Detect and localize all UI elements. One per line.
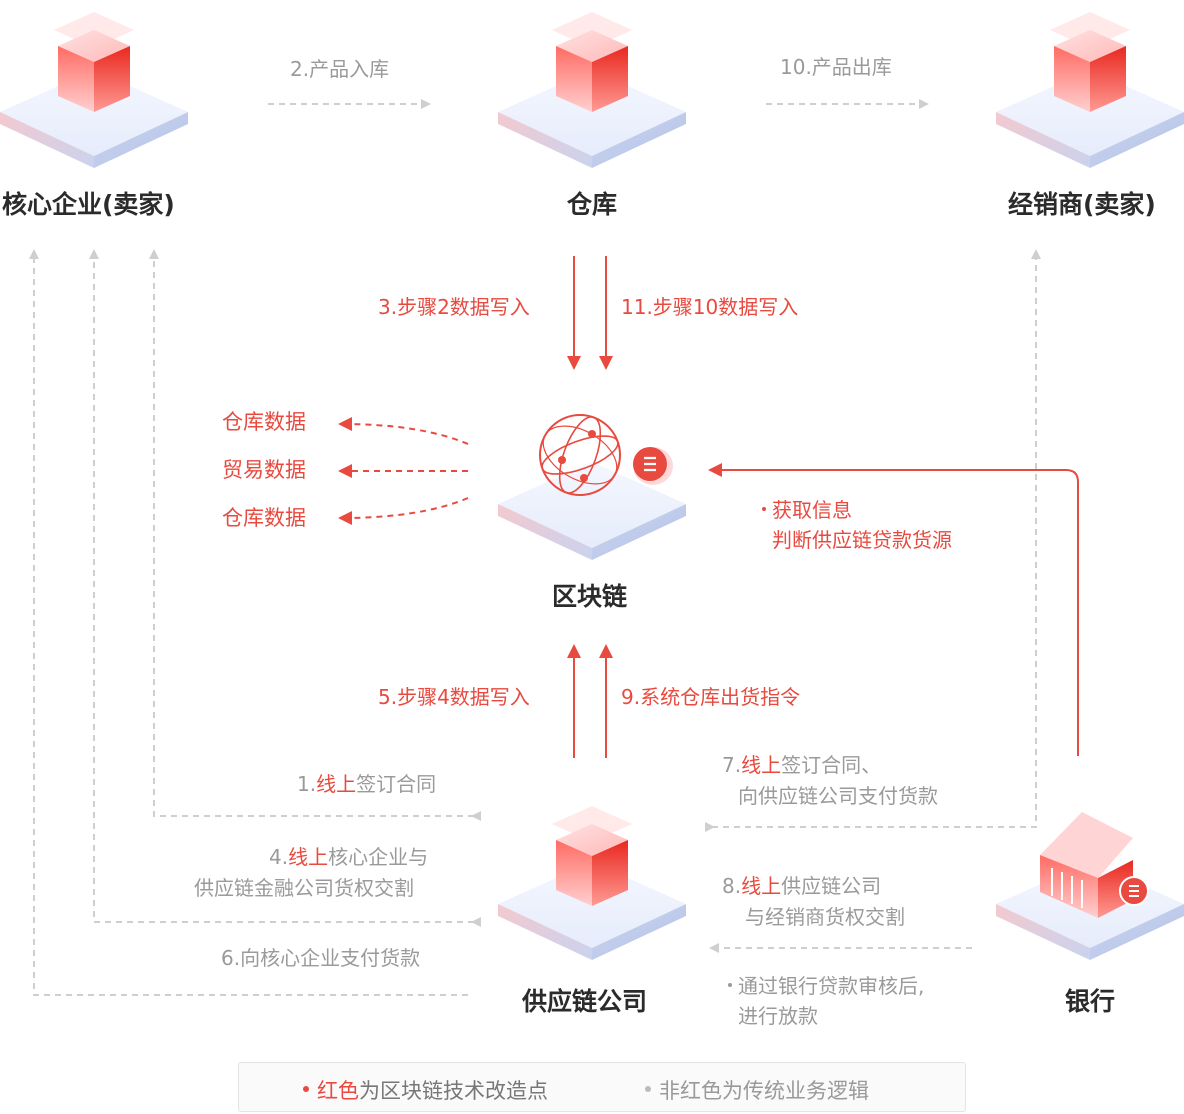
legend: 红色为区块链技术改造点 非红色为传统业务逻辑 bbox=[238, 1062, 966, 1112]
legend-gray-dot bbox=[645, 1086, 651, 1092]
platform-core bbox=[0, 70, 188, 168]
output-warehouse-data-1: 仓库数据 bbox=[222, 410, 306, 434]
bullet-dot bbox=[762, 506, 766, 511]
step-6-label: 6.向核心企业支付货款 bbox=[221, 946, 421, 970]
cube-icon-warehouse bbox=[552, 12, 632, 112]
step-4-label: 4.线上核心企业与 bbox=[269, 845, 428, 869]
step-9-label: 9.系统仓库出货指令 bbox=[621, 685, 801, 709]
legend-red: 红色为区块链技术改造点 bbox=[303, 1075, 548, 1105]
step-8-label: 8.线上供应链公司 bbox=[722, 874, 881, 898]
output-warehouse-data-2: 仓库数据 bbox=[222, 506, 306, 530]
arrow-dealer-contract bbox=[705, 249, 1041, 832]
step-7-text: 签订合同、 bbox=[781, 753, 882, 777]
cube-icon-core bbox=[54, 12, 134, 112]
node-dealer-title: 经销商(卖家) bbox=[1008, 190, 1156, 219]
info-line1: 获取信息 bbox=[772, 498, 852, 522]
output-trade-data: 贸易数据 bbox=[222, 458, 306, 482]
step-2-label: 2.产品入库 bbox=[290, 57, 390, 81]
legend-gray-text: 非红色为传统业务逻辑 bbox=[659, 1079, 869, 1103]
legend-red-word: 红色 bbox=[317, 1079, 359, 1103]
bank-icon bbox=[1040, 812, 1149, 918]
step-8-num: 8. bbox=[722, 874, 742, 898]
bank-info-note: 获取信息 bbox=[762, 498, 852, 522]
step-8-online: 线上 bbox=[741, 874, 782, 898]
step-4-text: 核心企业与 bbox=[328, 845, 429, 869]
node-blockchain-title: 区块链 bbox=[552, 582, 628, 611]
cube-icon-scf bbox=[552, 806, 632, 906]
platform-dealer bbox=[996, 70, 1184, 168]
step-7-line2: 向供应链公司支付货款 bbox=[738, 784, 938, 808]
step-3-label: 3.步骤2数据写入 bbox=[378, 295, 530, 319]
step-1-label: 1.线上签订合同 bbox=[297, 772, 436, 796]
step-8-text: 供应链公司 bbox=[781, 874, 882, 898]
bank-note: 通过银行贷款审核后, bbox=[728, 974, 924, 998]
step-1-text: 签订合同 bbox=[356, 772, 437, 796]
legend-gray: 非红色为传统业务逻辑 bbox=[645, 1075, 869, 1105]
step-4-num: 4. bbox=[269, 845, 289, 869]
globe-icon bbox=[539, 414, 621, 496]
step-10-label: 10.产品出库 bbox=[780, 55, 892, 79]
legend-red-text: 为区块链技术改造点 bbox=[359, 1079, 548, 1103]
coin-icon bbox=[633, 447, 673, 485]
step-7-num: 7. bbox=[722, 753, 742, 777]
legend-red-dot bbox=[303, 1086, 309, 1092]
bullet-dot bbox=[728, 982, 732, 987]
arrow-cargo-transfer bbox=[89, 249, 481, 927]
step-11-label: 11.步骤10数据写入 bbox=[621, 295, 799, 319]
node-scf-title: 供应链公司 bbox=[522, 987, 648, 1016]
step-7-label: 7.线上签订合同、 bbox=[722, 753, 881, 777]
bank-note-line2: 进行放款 bbox=[738, 1004, 818, 1028]
platform-blockchain bbox=[498, 462, 686, 560]
node-core-title: 核心企业(卖家) bbox=[2, 190, 175, 219]
cube-icon-dealer bbox=[1050, 12, 1130, 112]
step-4-online: 线上 bbox=[288, 845, 329, 869]
arrow-output-3 bbox=[338, 497, 469, 525]
step-8-line2: 与经销商货权交割 bbox=[745, 905, 905, 929]
step-4-line2: 供应链金融公司货权交割 bbox=[194, 876, 414, 900]
step-7-online: 线上 bbox=[741, 753, 782, 777]
bank-note-line1: 通过银行贷款审核后, bbox=[738, 974, 925, 998]
step-5-label: 5.步骤4数据写入 bbox=[378, 685, 530, 709]
arrow-payment-to-core bbox=[29, 249, 468, 996]
node-bank-title: 银行 bbox=[1065, 987, 1116, 1016]
step-1-online: 线上 bbox=[316, 772, 357, 796]
platform-warehouse bbox=[498, 70, 686, 168]
arrow-bank-to-blockchain bbox=[708, 463, 1079, 756]
arrow-contract-core bbox=[149, 249, 481, 821]
step-1-num: 1. bbox=[297, 772, 317, 796]
arrow-output-1 bbox=[338, 417, 469, 445]
node-warehouse-title: 仓库 bbox=[567, 190, 618, 219]
info-line2: 判断供应链贷款货源 bbox=[772, 528, 952, 552]
